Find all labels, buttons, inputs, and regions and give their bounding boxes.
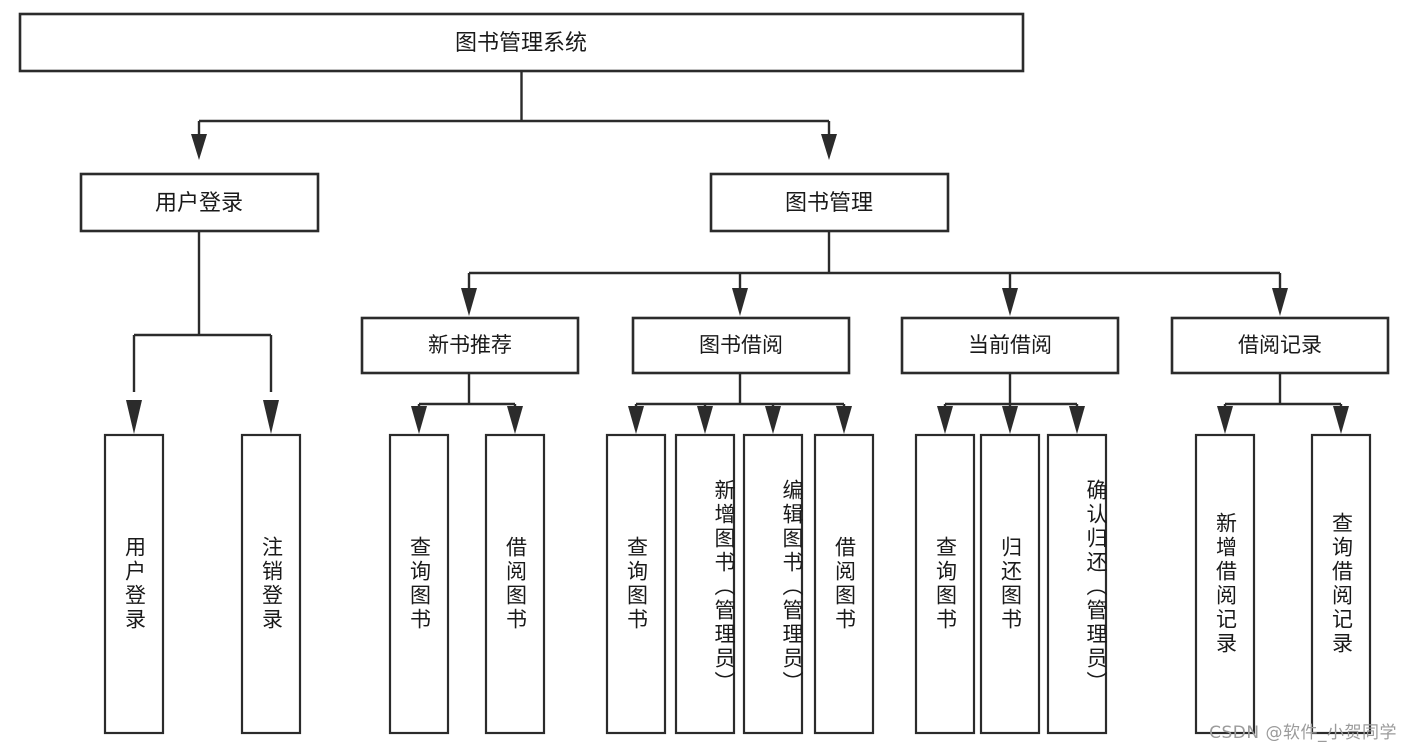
- arrowhead-bb-leaf-3: [765, 406, 781, 434]
- arrowhead-bb-leaf-4: [836, 406, 852, 434]
- node-user-login-label: 用户登录: [155, 191, 243, 216]
- node-book-manage-box[interactable]: [709, 172, 950, 233]
- node-borrow-record-label: 借阅记录: [1238, 333, 1322, 357]
- arrowhead-bb-leaf-1: [628, 406, 644, 434]
- leaf-box-edit-book[interactable]: [742, 433, 804, 735]
- leaf-box-return-book[interactable]: [979, 433, 1041, 735]
- arrowhead-cb-leaf-1: [937, 406, 953, 434]
- node-borrow-record-box[interactable]: [1170, 316, 1390, 375]
- node-new-book-recommend-box[interactable]: [360, 316, 580, 375]
- leaf-box-add-record[interactable]: [1194, 433, 1256, 735]
- leaf-box-query-book-2[interactable]: [605, 433, 667, 735]
- leaf-box-query-record[interactable]: [1310, 433, 1372, 735]
- arrowhead-cb-leaf-2: [1002, 406, 1018, 434]
- leaf-box-query-book-3[interactable]: [914, 433, 976, 735]
- leaf-box-logout-login[interactable]: [240, 433, 302, 735]
- leaf-box-query-book-1[interactable]: [388, 433, 450, 735]
- leaf-box-confirm-return[interactable]: [1046, 433, 1108, 735]
- arrowhead-book-manage: [821, 134, 837, 160]
- leaf-box-borrow-book-2[interactable]: [813, 433, 875, 735]
- arrowhead-current-borrow: [1002, 288, 1018, 316]
- node-root-label: 图书管理系统: [455, 31, 587, 56]
- node-user-login-box[interactable]: [79, 172, 320, 233]
- node-layer: 图书管理系统 用户登录 图书管理 新书推荐 图书借阅 当前借阅 借阅记录: [18, 12, 1390, 735]
- arrowhead-cb-leaf-3: [1069, 406, 1085, 434]
- watermark-text: CSDN @软件_小贺同学: [1209, 723, 1397, 743]
- arrowhead-br-leaf-2: [1333, 406, 1349, 434]
- node-new-book-recommend-label: 新书推荐: [428, 333, 512, 357]
- node-book-borrow-label: 图书借阅: [699, 333, 783, 357]
- arrowhead-nb-leaf-2: [507, 406, 523, 434]
- node-book-manage-label: 图书管理: [785, 191, 873, 216]
- arrowhead-bb-leaf-2: [697, 406, 713, 434]
- arrowhead-nb-leaf-1: [411, 406, 427, 434]
- arrowhead-user-login: [191, 134, 207, 160]
- leaf-box-borrow-book-1[interactable]: [484, 433, 546, 735]
- arrowhead-book-borrow: [732, 288, 748, 316]
- node-current-borrow-box[interactable]: [900, 316, 1120, 375]
- arrowhead-borrow-record: [1272, 288, 1288, 316]
- arrowhead-new-book: [461, 288, 477, 316]
- arrowhead-br-leaf-1: [1217, 406, 1233, 434]
- leaf-box-add-book[interactable]: [674, 433, 736, 735]
- leaf-box-user-login[interactable]: [103, 433, 165, 735]
- arrowhead-leaf-user-login: [126, 400, 142, 434]
- node-current-borrow-label: 当前借阅: [968, 333, 1052, 357]
- node-root-box[interactable]: [18, 12, 1025, 73]
- node-book-borrow-box[interactable]: [631, 316, 851, 375]
- arrowhead-leaf-logout: [263, 400, 279, 434]
- connector-layer: [126, 71, 1349, 434]
